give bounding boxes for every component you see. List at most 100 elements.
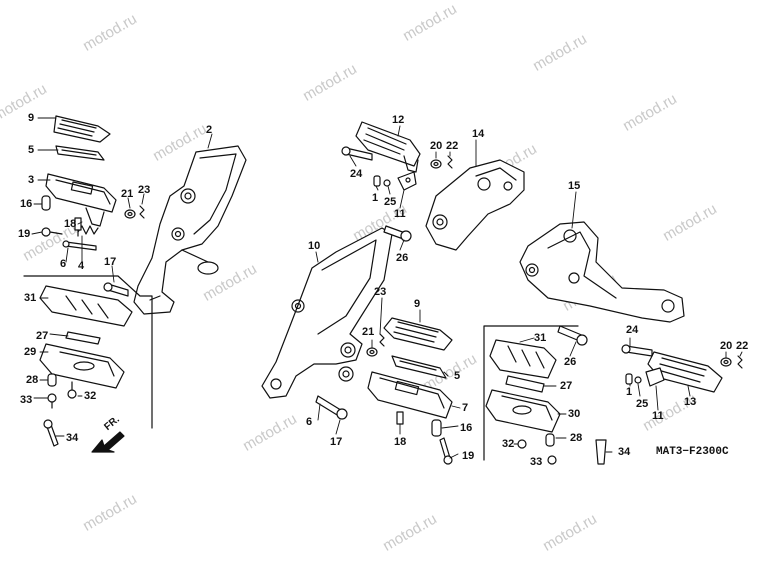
callout-1: 1 [372, 192, 379, 204]
clip-22 [447, 155, 453, 169]
bolt-26-lower [557, 325, 588, 346]
callout-22-right: 22 [736, 340, 749, 352]
callout-28-right: 28 [570, 432, 583, 444]
callout-22: 22 [446, 140, 459, 152]
callout-17-center: 17 [330, 436, 343, 448]
callout-19-center: 19 [462, 450, 475, 462]
gasket-27 [65, 331, 101, 345]
callout-10: 10 [308, 240, 321, 252]
bolt-17 [103, 282, 129, 297]
washer-20-right [720, 357, 732, 367]
bolt-24-right [621, 344, 653, 357]
footpeg-rubber-9 [53, 115, 111, 143]
leader-lines-left [31, 117, 213, 437]
callout-30: 30 [568, 408, 581, 420]
washer-20 [430, 159, 442, 169]
footpeg-12 [355, 121, 421, 173]
bolt-18-center [396, 411, 404, 425]
callout-12: 12 [392, 114, 405, 126]
step-bracket-2 [133, 145, 247, 315]
footpeg-13 [647, 351, 723, 393]
collar-16-center [431, 419, 442, 437]
callout-34-right: 34 [618, 446, 631, 458]
callout-14: 14 [472, 128, 485, 140]
collar-28-right [545, 433, 555, 447]
bolt-6-center [315, 395, 348, 420]
clip-23 [139, 205, 145, 219]
pin-6 [62, 240, 97, 251]
clip-22-right [737, 355, 743, 369]
callout-13: 13 [684, 396, 697, 408]
heel-guard-base-29 [39, 343, 125, 389]
callout-23: 23 [138, 184, 151, 196]
screw-34-right [595, 439, 607, 465]
callout-32: 32 [84, 390, 97, 402]
callout-9-center: 9 [414, 298, 421, 310]
left-lower-group-frame [23, 275, 153, 429]
detent-11 [397, 171, 417, 191]
collar-28 [47, 373, 57, 387]
callout-34: 34 [66, 432, 79, 444]
callout-11: 11 [394, 208, 406, 220]
collar-1 [373, 175, 381, 187]
callout-27: 27 [36, 330, 49, 342]
callout-2: 2 [206, 124, 213, 136]
screw-34 [43, 419, 59, 447]
callout-23-center: 23 [374, 286, 387, 298]
bolt-32 [67, 381, 77, 399]
callout-16: 16 [20, 198, 33, 210]
plate-5 [55, 145, 105, 161]
footpeg-3 [45, 173, 117, 227]
callout-33: 33 [20, 394, 33, 406]
gasket-27-right [505, 375, 545, 393]
diagram-code: MAT3−F2300C [656, 446, 729, 458]
callout-31: 31 [24, 292, 37, 304]
callout-25-right: 25 [636, 398, 649, 410]
callout-31-right: 31 [534, 332, 547, 344]
callout-28: 28 [26, 374, 39, 386]
callout-6-center: 6 [306, 416, 313, 428]
passenger-bracket-14 [425, 159, 525, 251]
callout-29: 29 [24, 346, 37, 358]
collar-16 [41, 195, 51, 211]
callout-17: 17 [104, 256, 117, 268]
bolt-19 [41, 227, 63, 237]
callout-32-right: 32 [502, 438, 515, 450]
bolt-33-right [547, 455, 557, 465]
heel-guard-base-30 [485, 389, 561, 433]
callout-16-center: 16 [460, 422, 473, 434]
callout-4: 4 [78, 260, 85, 272]
callout-26: 26 [396, 252, 409, 264]
callout-20: 20 [430, 140, 443, 152]
footpeg-rubber-9-center [383, 317, 453, 351]
bolt-33 [47, 393, 57, 409]
detent-11-right [645, 367, 665, 387]
plate-5-center [391, 355, 447, 379]
ball-25-right [634, 376, 642, 384]
ball-25 [383, 179, 391, 187]
callout-7: 7 [462, 402, 469, 414]
callout-18-center: 18 [394, 436, 407, 448]
heel-guard-31-right [489, 339, 557, 379]
callout-24: 24 [350, 168, 363, 180]
callout-9: 9 [28, 112, 35, 124]
callout-1-right: 1 [626, 386, 633, 398]
leader-lines-right [315, 125, 743, 461]
washer-21-center [366, 347, 378, 357]
nut-center [338, 366, 354, 382]
callout-21-center: 21 [362, 326, 375, 338]
clip-23-center [379, 333, 385, 347]
callout-25: 25 [384, 196, 397, 208]
callout-5-center: 5 [454, 370, 461, 382]
callout-19: 19 [18, 228, 31, 240]
callout-27-right: 27 [560, 380, 573, 392]
bolt-19-center [439, 437, 453, 465]
callout-26-right: 26 [564, 356, 577, 368]
bolt-32-right [517, 439, 527, 449]
callout-11-right: 11 [652, 410, 664, 422]
passenger-bracket-15 [519, 221, 685, 323]
callout-15: 15 [568, 180, 581, 192]
footpeg-7 [367, 371, 453, 419]
